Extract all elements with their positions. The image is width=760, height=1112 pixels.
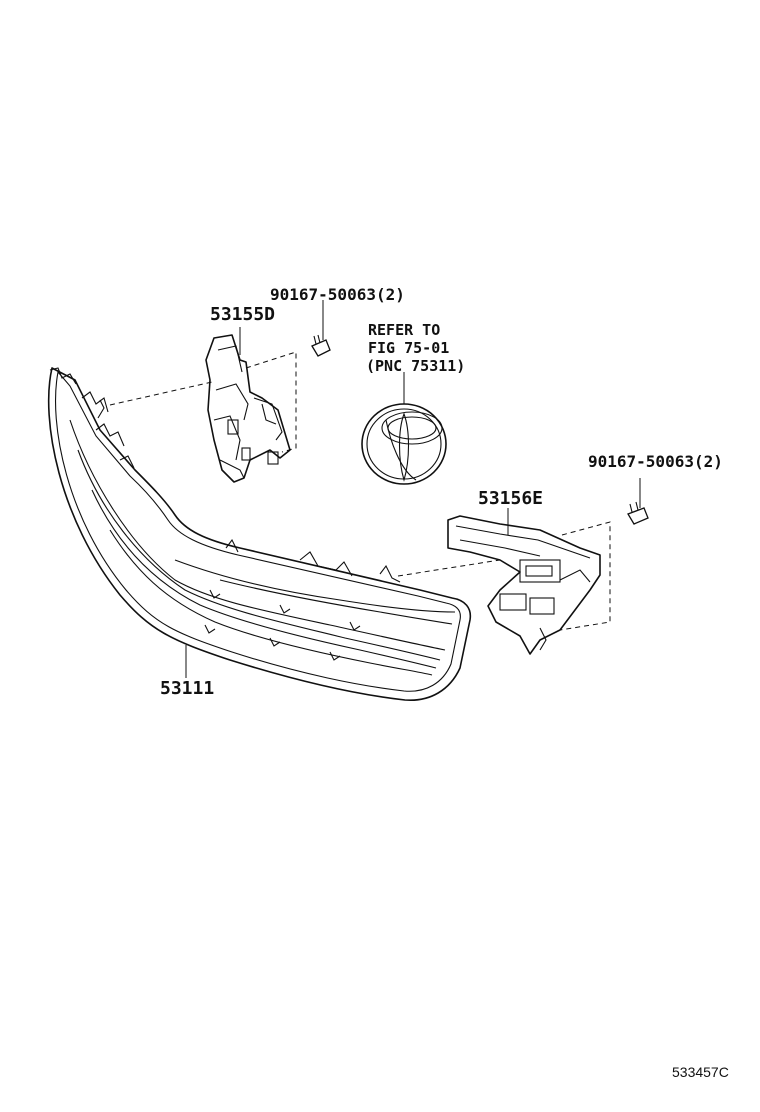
bracket-left [205,334,291,483]
part-label-bracket-right: 53156E [478,488,544,509]
part-label-bolt-left: 90167-50063(2) [270,285,405,304]
part-label-bracket-left: 53155D [210,304,276,325]
leader-lines [185,327,509,678]
part-label-bolt-right: 90167-50063(2) [588,452,723,471]
figure-id: 533457C [672,1064,729,1080]
part-label-grille: 53111 [160,678,215,699]
clip-bolt-right [627,478,649,525]
refer-note-line-1: REFER TO [368,321,441,339]
clip-bolt-left [311,300,331,357]
refer-note-line-3: (PNC 75311) [366,357,466,375]
emblem-logo [361,372,447,485]
bracket-right [447,515,601,655]
assembly-lines [109,351,611,631]
radiator-grille [47,367,472,701]
refer-note-line-2: FIG 75-01 [368,339,450,357]
